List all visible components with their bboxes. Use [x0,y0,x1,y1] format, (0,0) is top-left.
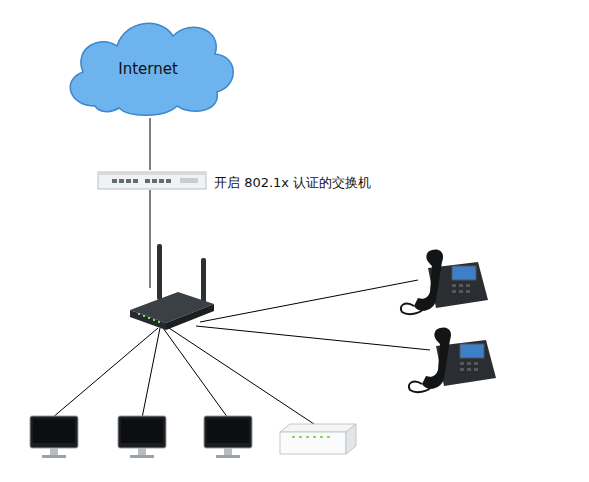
lan-wire [163,328,228,418]
rack-switch [98,172,206,189]
desktop-monitor [204,416,252,458]
lan-wire [196,326,430,350]
lan-wire [200,280,418,322]
lan-wire [166,326,320,428]
ip-phone [409,328,496,392]
network-link [150,118,151,170]
internet-cloud: Internet [55,10,241,118]
ip-phone [401,250,488,314]
lan-wire [52,328,158,418]
wireless-router [130,244,214,330]
auth-switch: 开启 802.1x 认证的交换机 [98,170,388,192]
node-label: Internet [55,60,241,78]
device-wires [52,190,430,428]
lan-wire [142,328,160,418]
node-label: 开启 802.1x 认证的交换机 [214,174,371,192]
desktop-switch [280,424,356,454]
desktop-monitor [118,416,166,458]
desktop-monitor [30,416,78,458]
uplink-wire [150,190,151,288]
